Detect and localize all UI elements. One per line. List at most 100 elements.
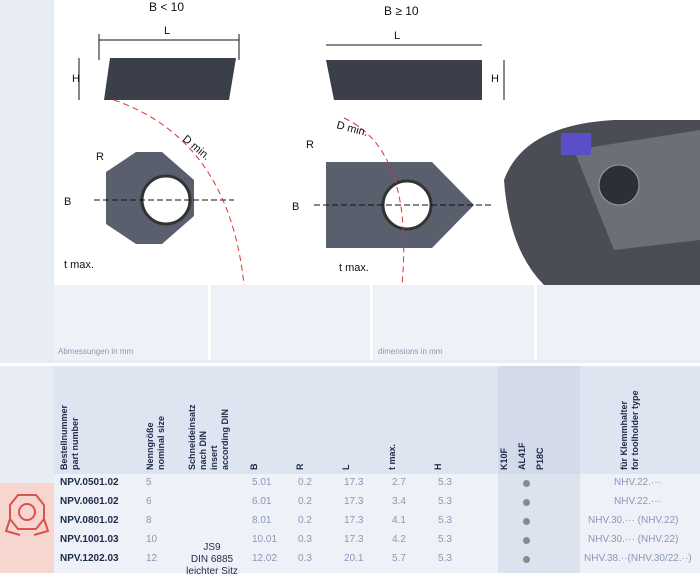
row-t: 5.7 [392, 553, 406, 564]
right-dim-B: B [292, 201, 299, 213]
right-top-view: B R D min. t max. [292, 117, 494, 285]
grade-available-dot [523, 480, 530, 487]
table-row: NPV.1202.03 12 12.02 0.3 20.1 5.7 5.3 NH… [54, 550, 700, 569]
row-h: 5.3 [438, 553, 452, 564]
header-r: R [295, 463, 305, 471]
col-insert: Schneideinsatz nach DIN insert according… [178, 366, 252, 474]
row-r: 0.2 [298, 515, 312, 526]
row-b: 12.02 [252, 553, 278, 564]
left-dim-t: t max. [64, 259, 94, 271]
header-l: L [341, 464, 351, 471]
row-r: 0.3 [298, 553, 312, 564]
note-cell-2 [212, 285, 373, 360]
header-b: B [249, 463, 259, 471]
right-dim-D: D min. [335, 119, 369, 139]
row-l: 17.3 [344, 496, 364, 507]
table-header: Bestellnummer part number Nenngröße nomi… [54, 366, 700, 474]
col-r: R [295, 366, 344, 474]
right-dim-R: R [306, 139, 314, 151]
right-dim-L: L [394, 30, 400, 42]
table-row: NPV.0601.02 6 6.01 0.2 17.3 3.4 5.3 NHV.… [54, 493, 700, 512]
table-row: NPV.1001.03 10 10.01 0.3 17.3 4.2 5.3 NH… [54, 531, 700, 550]
insert-spec: JS9 DIN 6885 leichter Sitz [182, 542, 242, 578]
row-t: 2.7 [392, 477, 406, 488]
row-part-number: NPV.1202.03 [60, 553, 119, 564]
col-part-number: Bestellnummer part number [54, 366, 134, 474]
toolholder-render [504, 120, 700, 285]
right-side-view: L H [326, 30, 505, 100]
table-row: NPV.0801.02 8 8.01 0.2 17.3 4.1 5.3 NHV.… [54, 512, 700, 531]
row-size: 5 [146, 477, 152, 488]
left-dim-D: D min. [180, 133, 212, 163]
note-cell-1: Abmessungen in mm [54, 285, 211, 360]
left-dim-B: B [64, 196, 71, 208]
header-holder-en: for toolholder type [630, 390, 640, 471]
note-cell-3: dimensions in mm [374, 285, 537, 360]
right-dim-t: t max. [339, 262, 369, 274]
row-t: 4.1 [392, 515, 406, 526]
left-dim-H: H [72, 73, 80, 85]
left-side-view: L H [72, 25, 240, 100]
col-l: L [341, 366, 390, 474]
header-nominal-en: nominal size [156, 415, 166, 470]
right-caption: B ≥ 10 [384, 4, 419, 18]
header-insert-1: Schneideinsatz [187, 404, 197, 470]
insert-symbol-box [0, 483, 54, 573]
header-insert-3: insert [209, 445, 219, 470]
row-t: 3.4 [392, 496, 406, 507]
header-grade-2: AL41F [517, 442, 527, 470]
header-holder-de: für Klemmhalter [619, 400, 629, 470]
grade-available-dot [523, 537, 530, 544]
col-b: B [249, 366, 298, 474]
technical-drawing: B < 10 B ≥ 10 L H L H B R D [54, 0, 700, 285]
header-nominal-de: Nenngröße [145, 422, 155, 470]
row-b: 10.01 [252, 534, 278, 545]
table-body: JS9 DIN 6885 leichter Sitz NPV.0501.02 5… [54, 474, 700, 577]
row-holder: NHV.38.··(NHV.30/22.··) [584, 553, 692, 564]
grade-available-dot [523, 518, 530, 525]
header-grade-1: K10F [499, 447, 509, 470]
left-top-view: B R D min. t max. [64, 99, 245, 285]
grades-band [498, 474, 580, 573]
grade-available-dot [523, 499, 530, 506]
header-part-number-de: Bestellnummer [59, 404, 69, 470]
left-dim-R: R [96, 151, 104, 163]
row-b: 6.01 [252, 496, 272, 507]
row-size: 10 [146, 534, 158, 545]
header-h: H [433, 463, 443, 471]
row-r: 0.3 [298, 534, 312, 545]
header-insert-2: nach DIN [198, 430, 208, 470]
row-part-number: NPV.0501.02 [60, 477, 119, 488]
insert-shape-icon [4, 494, 50, 536]
row-r: 0.2 [298, 496, 312, 507]
row-t: 4.2 [392, 534, 406, 545]
row-l: 17.3 [344, 534, 364, 545]
col-h: H [433, 366, 498, 474]
left-dim-L: L [164, 25, 170, 37]
left-caption: B < 10 [149, 0, 185, 14]
header-grade-3: P18C [535, 447, 545, 470]
header-part-number-en: part number [70, 417, 80, 470]
row-r: 0.2 [298, 477, 312, 488]
col-t: t max. [387, 366, 436, 474]
col-nominal-size: Nenngröße nominal size [134, 366, 178, 474]
header-t: t max. [387, 443, 397, 470]
col-holder: für Klemmhalter for toolholder type [580, 366, 700, 474]
row-holder: NHV.30.··· (NHV.22) [588, 515, 679, 526]
insert-spec-2: DIN 6885 [190, 554, 234, 565]
row-part-number: NPV.1001.03 [60, 534, 119, 545]
row-l: 17.3 [344, 477, 364, 488]
row-h: 5.3 [438, 534, 452, 545]
note-en: dimensions in mm [378, 347, 443, 356]
row-part-number: NPV.0801.02 [60, 515, 119, 526]
row-holder: NHV.22.··· [614, 477, 661, 488]
grade-available-dot [523, 556, 530, 563]
row-b: 8.01 [252, 515, 272, 526]
insert-spec-3: leichter Sitz [186, 566, 238, 577]
drawing-svg: L H L H B R D min. t max. [64, 25, 700, 285]
insert-spec-1: JS9 [203, 542, 221, 553]
row-l: 20.1 [344, 553, 364, 564]
row-h: 5.3 [438, 496, 452, 507]
row-b: 5.01 [252, 477, 272, 488]
header-insert-4: according DIN [220, 408, 230, 470]
